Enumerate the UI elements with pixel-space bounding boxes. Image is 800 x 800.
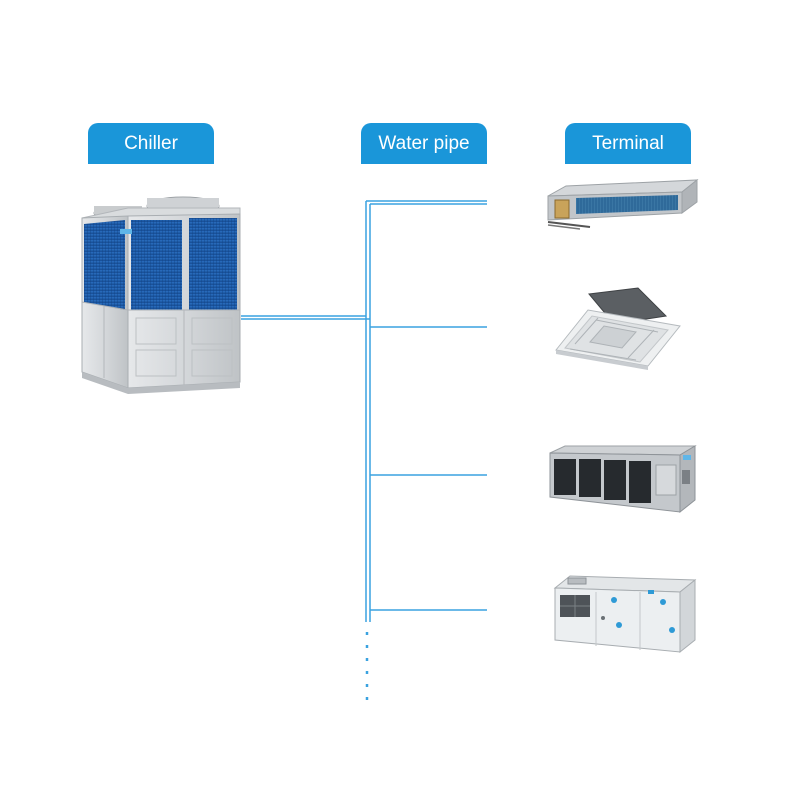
ceiling-cassette-unit xyxy=(555,287,681,370)
modular-air-handling-unit xyxy=(553,575,697,654)
chiller-header: Chiller xyxy=(88,123,214,164)
terminal-header: Terminal xyxy=(565,123,691,164)
water-pipe-header: Water pipe xyxy=(361,123,487,164)
ducted-fan-coil-unit xyxy=(547,178,699,230)
chiller-unit xyxy=(81,196,241,394)
air-handling-unit xyxy=(549,445,697,514)
water-pipe-network xyxy=(241,200,487,702)
